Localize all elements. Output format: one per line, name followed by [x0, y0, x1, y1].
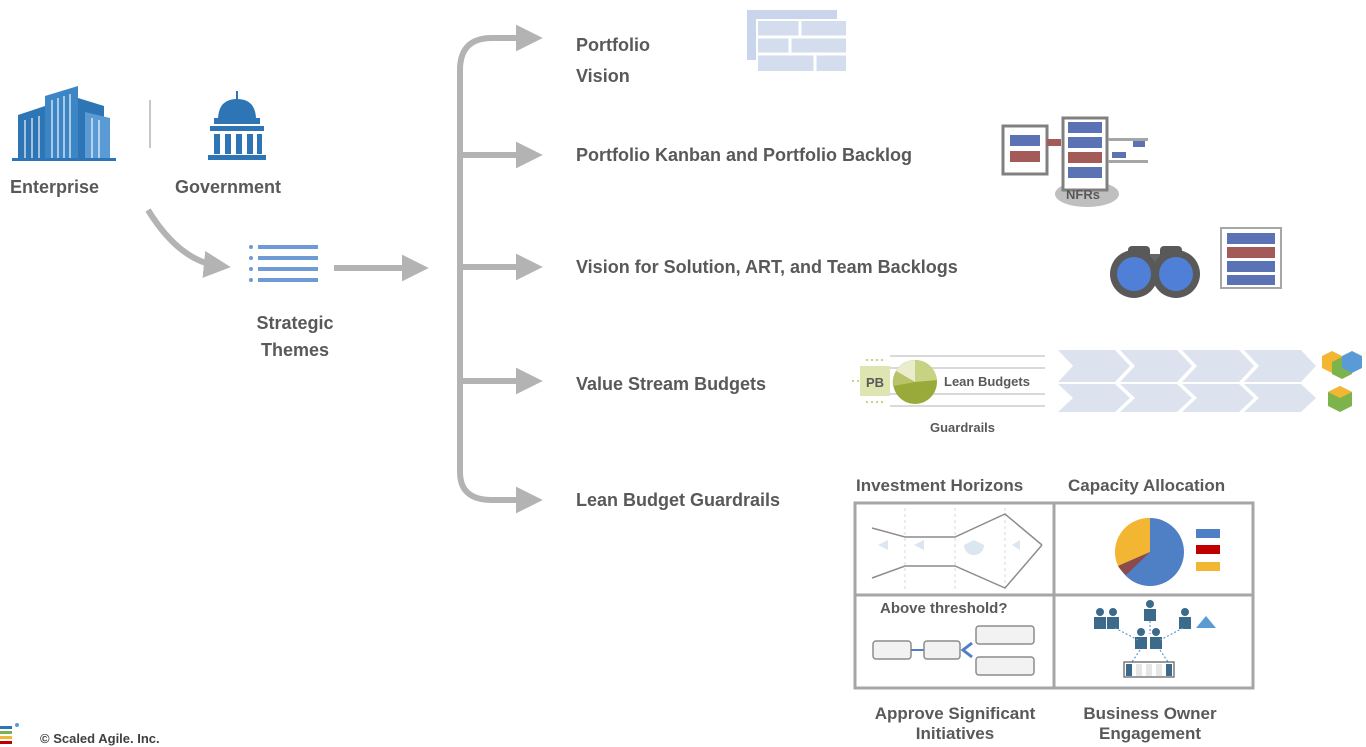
team-backlog-icon: [1220, 227, 1282, 289]
branch-portfolio-vision-line1: Portfolio: [576, 35, 650, 55]
branch-portfolio-vision-line2: Vision: [576, 66, 630, 86]
capacity-allocation-pie: [1114, 517, 1220, 586]
portfolio-kanban-icon: [1001, 116, 1148, 207]
investment-horizons-label: Investment Horizons: [856, 476, 1024, 495]
guardrails-label: Guardrails: [930, 420, 996, 435]
business-owners-icon: [1094, 600, 1216, 678]
enterprise-label: Enterprise: [10, 177, 100, 197]
binoculars-icon: [1110, 246, 1200, 298]
government-label: Government: [175, 177, 282, 197]
copyright-text: © Scaled Agile. Inc.: [40, 731, 160, 746]
above-threshold-label: Above threshold?: [880, 600, 1008, 617]
list-icon: [249, 245, 318, 282]
approval-flow-icon: [872, 625, 1035, 676]
pb-label: PB: [866, 375, 885, 390]
branch-lean-budget-guardrails: Lean Budget Guardrails: [576, 490, 781, 510]
lean-budgets-label: Lean Budgets: [944, 374, 1030, 389]
approve-line2: Initiatives: [915, 724, 995, 743]
business-line2: Engagement: [1098, 724, 1202, 743]
strategic-themes-line2: Themes: [260, 340, 330, 360]
branch-portfolio-kanban: Portfolio Kanban and Portfolio Backlog: [576, 145, 913, 165]
strategic-themes-line1: Strategic: [256, 313, 334, 333]
branch-vision-backlogs: Vision for Solution, ART, and Team Backl…: [576, 257, 958, 277]
guardrails-grid: [853, 501, 1255, 690]
portfolio-vision-icon: [747, 10, 848, 73]
solution-cubes-icon: [1322, 351, 1362, 412]
branch-portfolio-vision: Portfolio Vision: [576, 30, 650, 92]
business-owner-label: Business Owner Engagement: [1060, 704, 1240, 744]
branch-bracket: [457, 35, 530, 503]
capacity-allocation-label: Capacity Allocation: [1068, 476, 1226, 495]
government-building-icon: [208, 91, 266, 160]
enterprise-building-icon: [12, 86, 116, 161]
business-line1: Business Owner: [1083, 704, 1217, 723]
approve-initiatives-label: Approve Significant Initiatives: [845, 704, 1065, 744]
curved-arrow-to-themes: [145, 208, 231, 278]
approve-line1: Approve Significant: [874, 704, 1036, 723]
strategic-themes-label: Strategic Themes: [230, 313, 360, 361]
value-stream-budgets-icon: [852, 350, 1362, 412]
branch-value-stream-budgets: Value Stream Budgets: [576, 374, 767, 394]
investment-horizons-icon: [871, 508, 1043, 590]
nfrs-label: NFRs: [1066, 187, 1100, 202]
safe-logo-icon: [0, 723, 19, 744]
